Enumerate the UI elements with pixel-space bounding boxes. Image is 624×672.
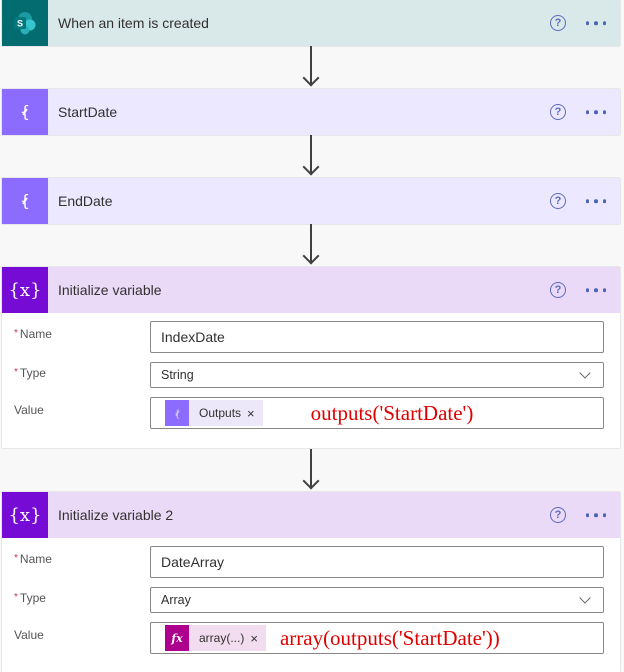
chevron-down-icon[interactable] [579, 591, 591, 604]
expression-token[interactable]: fx array(...) × [165, 625, 266, 651]
expression-fx-icon: fx [165, 625, 189, 651]
ellipsis-icon[interactable] [585, 288, 606, 292]
step-title: Initialize variable [58, 282, 162, 298]
type-selected-value: Array [161, 593, 191, 607]
name-field-row: *Name IndexDate [14, 321, 604, 353]
ellipsis-icon[interactable] [585, 513, 606, 517]
compose-icon: { [165, 400, 189, 426]
name-field-row: *Name DateArray [14, 546, 604, 578]
step-title: StartDate [58, 104, 118, 120]
step-card-initialize-variable-2[interactable]: {x} Initialize variable 2 ? *Name DateAr… [2, 492, 620, 672]
value-field-row: Value { Outputs × outputs('StartDate') [14, 397, 604, 429]
card-header[interactable]: { EndDate ? [2, 178, 620, 224]
step-title: EndDate [58, 193, 113, 209]
type-select[interactable]: String [150, 362, 604, 388]
ellipsis-icon[interactable] [585, 110, 606, 114]
type-field-row: *Type String [14, 362, 604, 388]
type-select[interactable]: Array [150, 587, 604, 613]
card-header[interactable]: S When an item is created ? [2, 0, 620, 46]
value-label: Value [14, 403, 44, 417]
card-header[interactable]: {x} Initialize variable 2 ? [2, 492, 620, 538]
question-circle-icon[interactable]: ? [550, 193, 566, 209]
question-circle-icon[interactable]: ? [550, 507, 566, 523]
question-circle-icon[interactable]: ? [550, 282, 566, 298]
value-field-row: Value fx array(...) × array(outputs('Sta… [14, 622, 604, 654]
step-card-initialize-variable[interactable]: {x} Initialize variable ? *Name IndexDat… [2, 267, 620, 448]
step-title: When an item is created [58, 15, 209, 31]
name-input[interactable]: DateArray [150, 546, 604, 578]
type-field-row: *Type Array [14, 587, 604, 613]
token-label: array(...) [199, 631, 245, 645]
step-title: Initialize variable 2 [58, 507, 174, 523]
step-card-trigger[interactable]: S When an item is created ? [2, 0, 620, 46]
remove-token-icon[interactable]: × [247, 405, 255, 421]
expression-annotation: array(outputs('StartDate')) [279, 625, 500, 650]
value-input[interactable]: fx array(...) × array(outputs('StartDate… [150, 622, 604, 654]
expression-annotation: outputs('StartDate') [310, 400, 474, 425]
card-header[interactable]: { StartDate ? [2, 89, 620, 135]
compose-icon: { [2, 89, 48, 135]
chevron-down-icon[interactable] [579, 366, 591, 379]
token-label: Outputs [199, 406, 242, 420]
question-circle-icon[interactable]: ? [550, 104, 566, 120]
sharepoint-icon: S [2, 0, 48, 46]
variable-icon: {x} [2, 492, 48, 538]
question-circle-icon[interactable]: ? [550, 15, 566, 31]
remove-token-icon[interactable]: × [250, 630, 258, 646]
card-header[interactable]: {x} Initialize variable ? [2, 267, 620, 313]
step-card-enddate[interactable]: { EndDate ? [2, 178, 620, 224]
step-card-startdate[interactable]: { StartDate ? [2, 89, 620, 135]
type-label: *Type [14, 366, 46, 380]
card-body: *Name DateArray *Type Array Value fx arr… [2, 538, 620, 672]
value-label: Value [14, 628, 44, 642]
svg-text:S: S [17, 19, 23, 29]
type-label: *Type [14, 591, 46, 605]
card-body: *Name IndexDate *Type String Value { Out… [2, 313, 620, 450]
value-input[interactable]: { Outputs × outputs('StartDate') [150, 397, 604, 429]
compose-icon: { [2, 178, 48, 224]
name-label: *Name [14, 552, 52, 566]
variable-icon: {x} [2, 267, 48, 313]
name-input[interactable]: IndexDate [150, 321, 604, 353]
ellipsis-icon[interactable] [585, 199, 606, 203]
type-selected-value: String [161, 368, 194, 382]
ellipsis-icon[interactable] [585, 21, 606, 25]
name-label: *Name [14, 327, 52, 341]
dynamic-content-token[interactable]: { Outputs × [165, 400, 263, 426]
